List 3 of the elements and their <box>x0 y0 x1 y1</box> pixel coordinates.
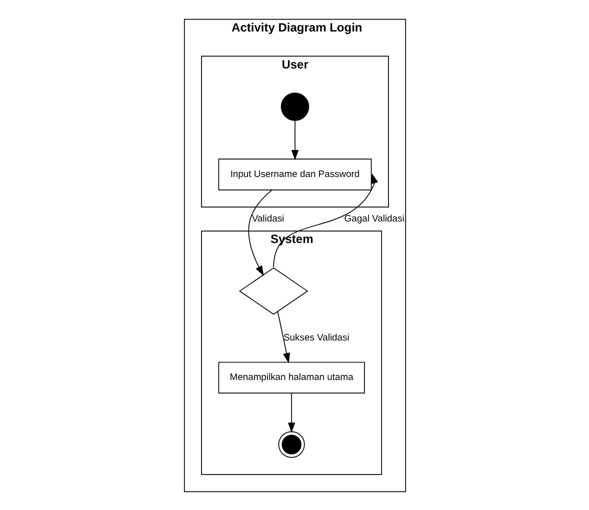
edge-label: Validasi <box>251 212 284 223</box>
edge-label: Sukses Validasi <box>283 331 349 342</box>
edge-label: Gagal Validasi <box>344 212 404 223</box>
